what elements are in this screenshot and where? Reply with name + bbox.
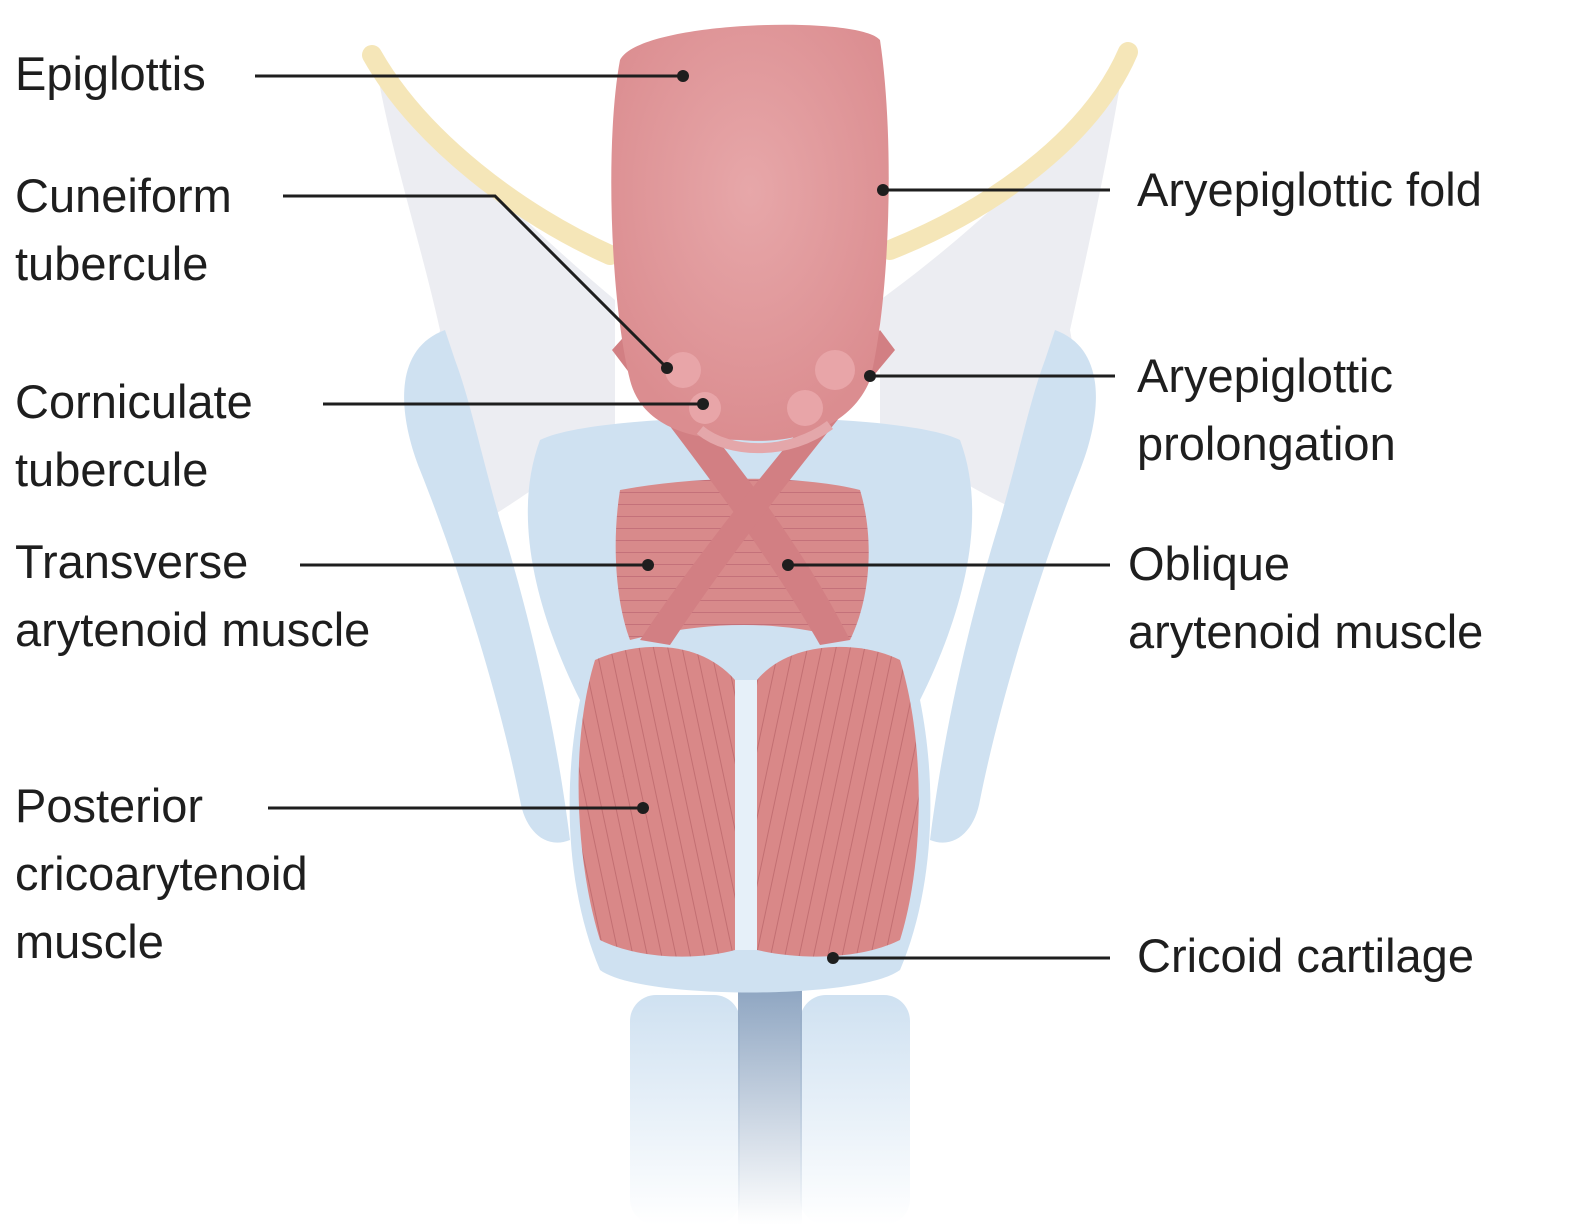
label-corniculate-tubercule: Corniculate tubercule xyxy=(15,368,253,504)
label-cuneiform-line2: tubercule xyxy=(15,230,232,298)
label-transverse-arytenoid-muscle: Transverse arytenoid muscle xyxy=(15,528,370,664)
label-posterior-line3: muscle xyxy=(15,908,308,976)
label-oblique-line1: Oblique xyxy=(1128,530,1483,598)
label-cuneiform-tubercule: Cuneiform tubercule xyxy=(15,162,232,298)
label-posterior-line2: cricoarytenoid xyxy=(15,840,308,908)
label-aryepiglottic-fold-line1: Aryepiglottic fold xyxy=(1137,156,1482,224)
label-corniculate-line2: tubercule xyxy=(15,436,253,504)
label-aryepiglottic-prolongation-line2: prolongation xyxy=(1137,410,1396,478)
label-cricoid-cartilage: Cricoid cartilage xyxy=(1137,922,1474,990)
label-oblique-arytenoid-muscle: Oblique arytenoid muscle xyxy=(1128,530,1483,666)
trachea xyxy=(630,990,910,1225)
label-oblique-line2: arytenoid muscle xyxy=(1128,598,1483,666)
label-cuneiform-line1: Cuneiform xyxy=(15,162,232,230)
label-corniculate-line1: Corniculate xyxy=(15,368,253,436)
label-transverse-line2: arytenoid muscle xyxy=(15,596,370,664)
label-aryepiglottic-prolongation-line1: Aryepiglottic xyxy=(1137,342,1396,410)
label-epiglottis: Epiglottis xyxy=(15,40,206,108)
label-cricoid-line1: Cricoid cartilage xyxy=(1137,922,1474,990)
label-transverse-line1: Transverse xyxy=(15,528,370,596)
label-aryepiglottic-prolongation: Aryepiglottic prolongation xyxy=(1137,342,1396,478)
epiglottis-shape xyxy=(611,25,888,448)
label-aryepiglottic-fold: Aryepiglottic fold xyxy=(1137,156,1482,224)
label-posterior-cricoarytenoid-muscle: Posterior cricoarytenoid muscle xyxy=(15,772,308,976)
label-epiglottis-line1: Epiglottis xyxy=(15,40,206,108)
label-posterior-line1: Posterior xyxy=(15,772,308,840)
